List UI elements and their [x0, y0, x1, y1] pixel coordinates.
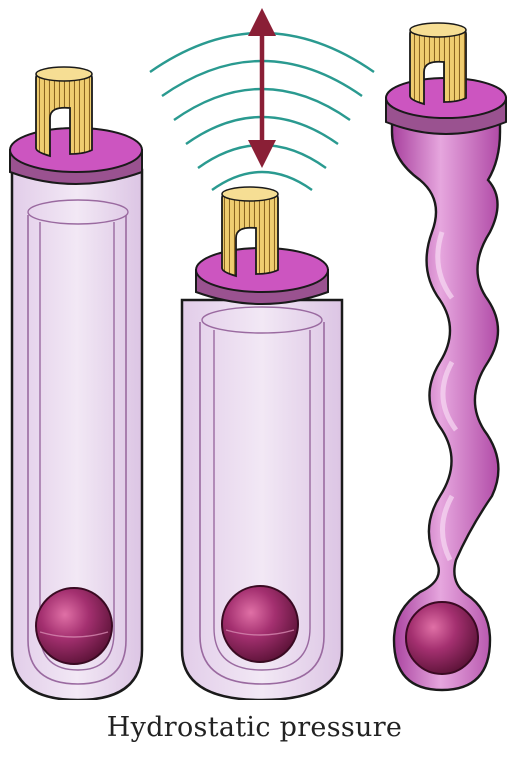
- hydrostatic-pressure-diagram: [0, 0, 509, 700]
- double-headed-arrow-icon: [248, 8, 276, 168]
- tube-right-squeezed: [386, 23, 506, 690]
- tube-middle: [182, 187, 342, 700]
- tube-right-ball: [406, 602, 478, 674]
- tube-middle-ball: [222, 586, 298, 662]
- tube-left-ball: [36, 588, 112, 664]
- figure-caption: Hydrostatic pressure: [0, 712, 509, 743]
- tube-left: [10, 67, 142, 700]
